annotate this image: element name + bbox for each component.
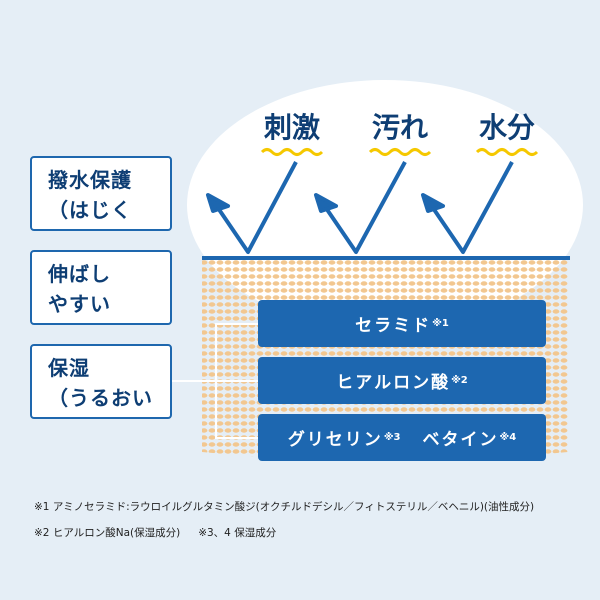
ingredient-note: ※2 — [451, 375, 468, 386]
function-line2: やすい — [48, 292, 111, 316]
footnote-line-2: ※2 ヒアルロン酸Na(保湿成分) ※3、4 保湿成分 — [34, 520, 594, 546]
ingredient-box-ceramide: セラミド※1 — [258, 300, 546, 347]
function-line2: （はじく — [48, 198, 132, 222]
ingredient-note-2: ※4 — [499, 432, 517, 443]
wave-underline-moisture — [475, 148, 539, 156]
wave-underline-dirt — [368, 148, 432, 156]
threat-label-dirt: 汚れ — [372, 111, 428, 144]
ingredient-label: グリセリン — [287, 430, 383, 450]
bounce-arrow-irritation — [206, 161, 298, 254]
footnote-2: ※2 ヒアルロン酸Na(保湿成分) — [34, 527, 181, 539]
bounce-arrow-dirt — [314, 161, 407, 254]
ingredient-label: セラミド — [355, 316, 432, 336]
function-line1: 撥水保護 — [48, 168, 132, 192]
ingredient-note: ※3 — [383, 432, 401, 443]
footnotes: ※1 アミノセラミド:ラウロイルグルタミン酸ジ(オクチルドデシル／フィトステリル… — [34, 494, 594, 546]
threat-label-irritation: 刺激 — [264, 111, 320, 144]
bounce-arrow-moisture — [421, 161, 514, 254]
function-box-water-repellent: 撥水保護 （はじく — [30, 156, 172, 231]
function-box-spreadable: 伸ばし やすい — [30, 250, 172, 325]
ingredient-box-glycerin-betaine: グリセリン※3 ベタイン※4 — [258, 414, 546, 461]
footnote-line-1: ※1 アミノセラミド:ラウロイルグルタミン酸ジ(オクチルドデシル／フィトステリル… — [34, 501, 535, 513]
footnote-3-4: ※3、4 保湿成分 — [198, 527, 277, 539]
function-line1: 伸ばし — [48, 262, 111, 286]
threat-label-moisture: 水分 — [479, 111, 535, 144]
function-line2: （うるおい — [48, 386, 153, 410]
ingredient-label: ヒアルロン酸 — [336, 373, 451, 393]
wave-underline-irritation — [260, 148, 324, 156]
function-line1: 保湿 — [48, 356, 90, 380]
function-box-moisturizing: 保湿 （うるおい — [30, 344, 172, 419]
connector-lines — [172, 323, 258, 439]
ingredient-box-hyaluronic-acid: ヒアルロン酸※2 — [258, 357, 546, 404]
ingredient-note: ※1 — [432, 318, 449, 329]
ingredient-label-2: ベタイン — [422, 430, 499, 450]
